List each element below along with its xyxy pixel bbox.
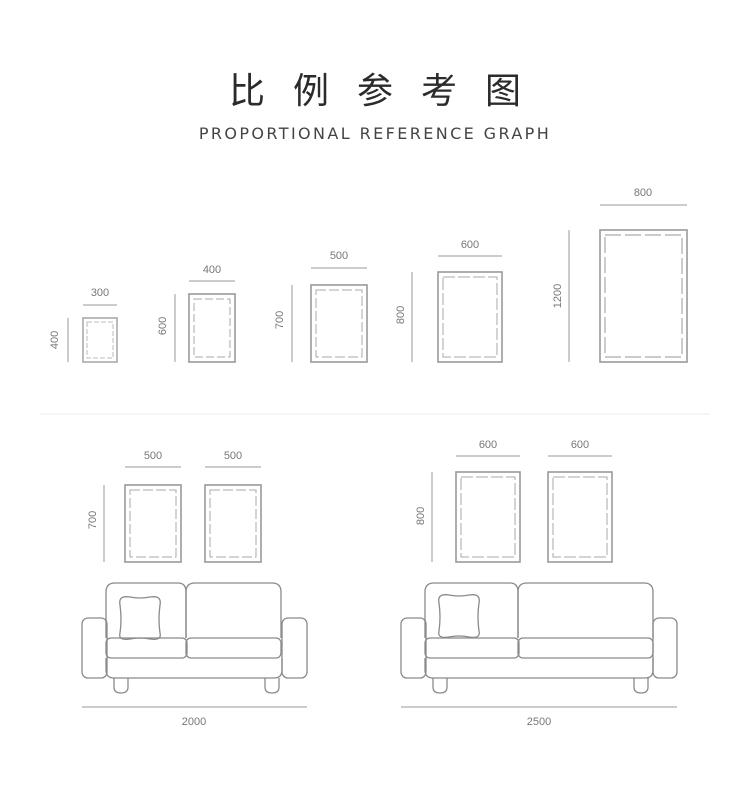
frame-width-label: 800 (634, 187, 652, 199)
frame-height-label: 700 (87, 511, 99, 529)
page-title: 比例参考图 (228, 71, 549, 112)
frame-400x600: 400 600 (157, 264, 236, 363)
frame-500x700: 500 700 (274, 250, 368, 363)
frame-height-label: 600 (157, 317, 169, 335)
frame-600x800: 600 800 (395, 239, 503, 363)
frame-width-label: 600 (479, 439, 497, 451)
scene-sofa-2500: 600 600 800 2500 (400, 439, 678, 728)
frame-width-label: 300 (91, 287, 109, 299)
frame-width-label: 400 (203, 264, 221, 276)
frame-height-label: 800 (395, 306, 407, 324)
page-subtitle: PROPORTIONAL REFERENCE GRAPH (198, 124, 552, 143)
frame-width-label: 600 (461, 239, 479, 251)
scene-sofa-2000: 500 500 700 2000 (81, 450, 308, 728)
frame-300x400: 300 400 (49, 287, 118, 363)
sofa-width-label: 2000 (182, 716, 206, 728)
frame-width-label: 600 (571, 439, 589, 451)
pillow-icon (438, 594, 480, 639)
frame-800x1200: 800 1200 (552, 187, 688, 363)
frame-height-label: 400 (49, 331, 61, 349)
frame-height-label: 700 (274, 311, 286, 329)
frame-width-label: 500 (144, 450, 162, 462)
frame-width-label: 500 (224, 450, 242, 462)
frame-height-label: 1200 (552, 284, 564, 308)
pillow-icon (119, 596, 161, 641)
frame-width-label: 500 (330, 250, 348, 262)
frame-height-label: 800 (415, 507, 427, 525)
sofa-2000-drawing (81, 582, 308, 694)
sofa-width-label: 2500 (527, 716, 551, 728)
sofa-2500-drawing (400, 582, 678, 694)
